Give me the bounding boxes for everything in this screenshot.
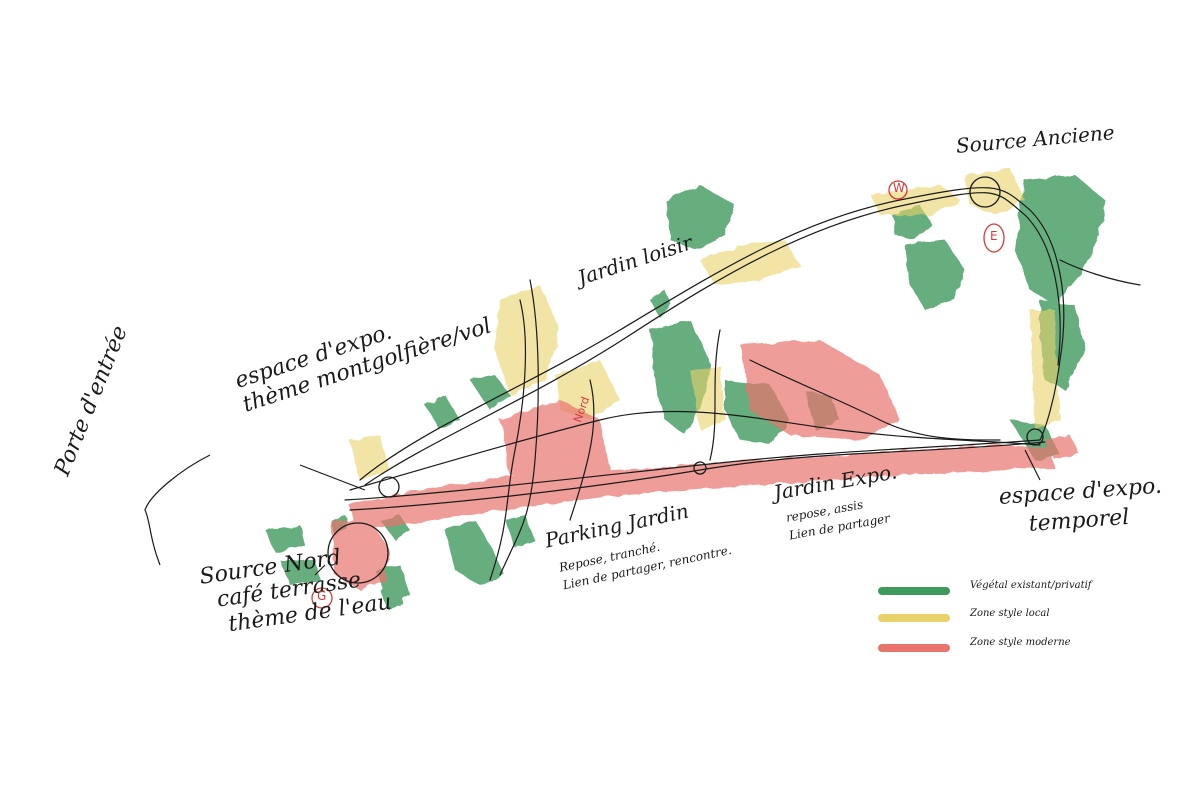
jardin-expo-node: [693, 461, 707, 475]
expo-pointer-line: [299, 464, 366, 491]
source-anciene-circle: [969, 176, 1001, 208]
legend-label-modern: Zone style moderne: [970, 637, 1071, 648]
e-marker-circle: [983, 223, 1005, 253]
legend-swatch-modern: [878, 644, 950, 652]
local-style-zones: [350, 168, 1060, 480]
marker-circles: [311, 180, 1005, 609]
legend-swatch-local: [878, 614, 950, 622]
circulation-paths: [344, 187, 1141, 581]
e-marker: E: [990, 229, 998, 243]
node-circles: [327, 176, 1044, 584]
expo-temporel-label: espace d'expo. temporel: [998, 474, 1165, 540]
expo-node-circle: [378, 476, 400, 498]
g-marker: G: [317, 589, 327, 603]
temporel-pointer-line: [1024, 449, 1041, 481]
modern-style-zones: [330, 340, 1080, 590]
source-nord-pointer: [314, 564, 326, 576]
legend-swatch-vegetation: [878, 587, 950, 595]
w-marker-circle: [888, 180, 908, 200]
temporel-node-circle: [1026, 428, 1044, 446]
w-marker: W: [893, 181, 905, 195]
legend-label-local: Zone style local: [970, 608, 1050, 619]
g-marker-circle: [311, 587, 333, 609]
source-nord-circle: [327, 522, 389, 584]
pointer-lines: [144, 449, 1041, 576]
legend-label-vegetation: Végétal existant/privatif: [970, 580, 1092, 591]
porte-bracket: [144, 454, 211, 566]
